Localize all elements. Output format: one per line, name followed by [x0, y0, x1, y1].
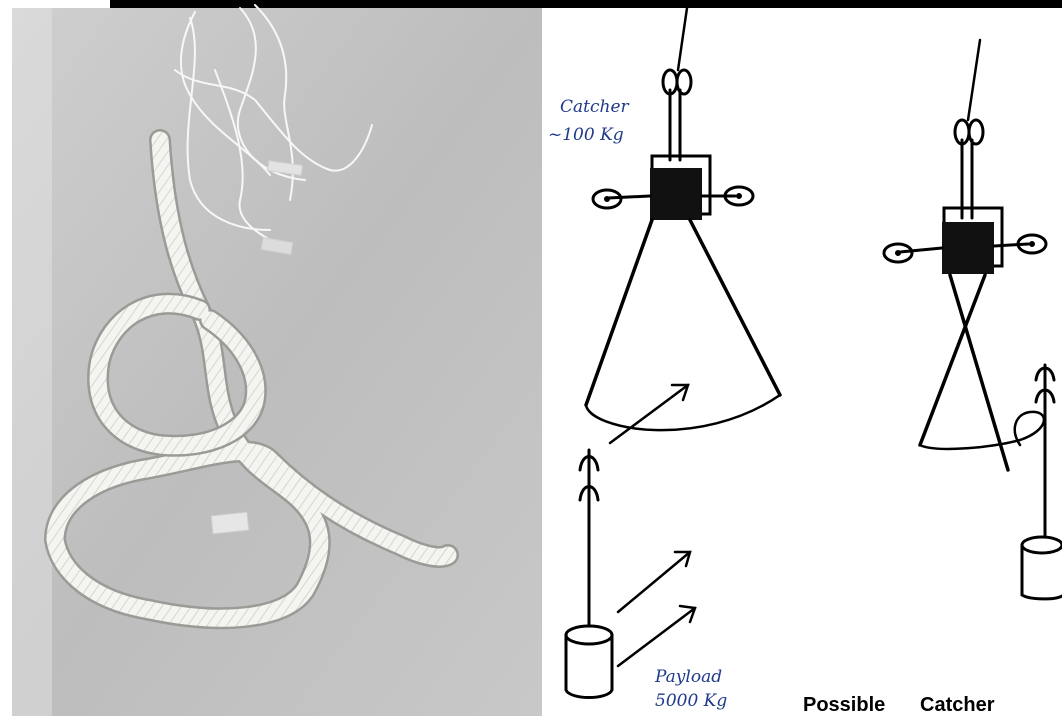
catcher-note-line2: ~100 Kg [548, 125, 624, 145]
payload-note-line2: 5000 Kg [655, 691, 727, 711]
caption-word-1: Possible [803, 694, 885, 716]
catcher-note-line1: Catcher [560, 97, 630, 117]
rope-photo [12, 5, 542, 716]
payload-note-line1: Payload [654, 667, 722, 687]
caption-word-2: Catcher [920, 694, 995, 716]
